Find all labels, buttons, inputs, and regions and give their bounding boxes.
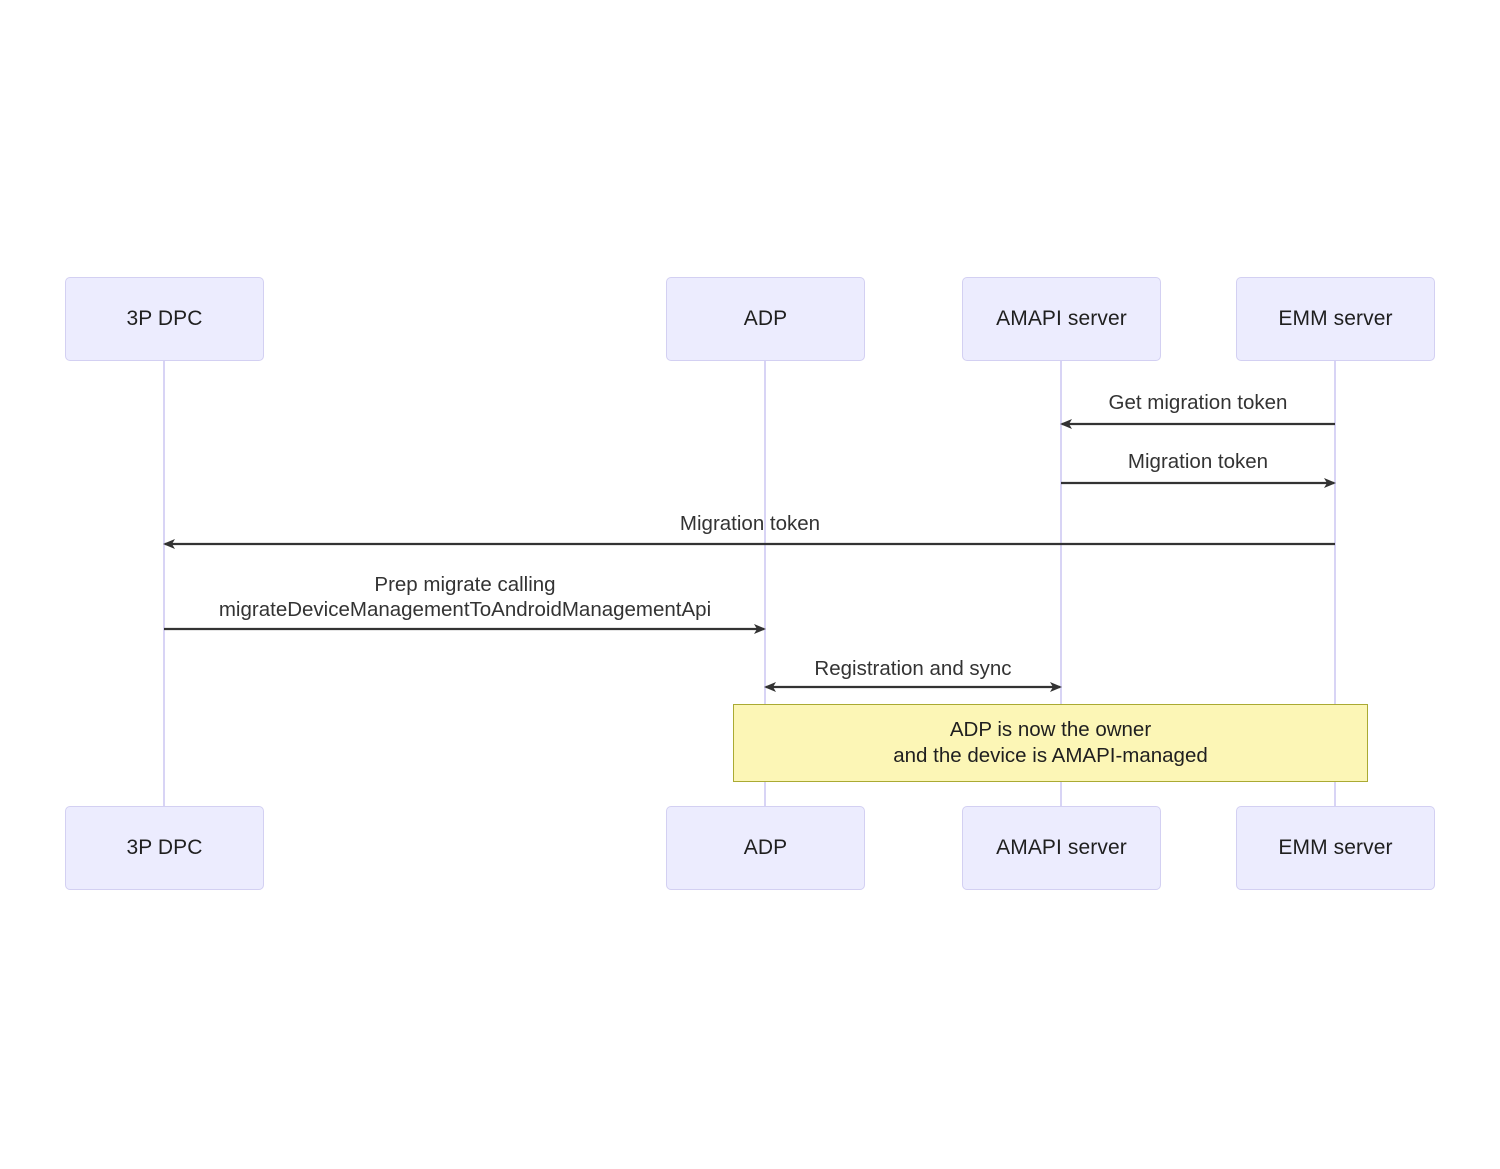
message-label-m5: Registration and sync — [814, 656, 1011, 681]
message-label-m3: Migration token — [680, 511, 820, 536]
participant-label: EMM server — [1278, 836, 1393, 860]
message-label-line: Migration token — [679, 512, 821, 535]
participant-bottom-adp[interactable]: ADP — [666, 806, 865, 890]
participant-label: 3P DPC — [126, 307, 203, 331]
participant-top-emm[interactable]: EMM server — [1236, 277, 1435, 361]
participant-label: EMM server — [1278, 307, 1393, 331]
message-label-line: migrateDeviceManagementToAndroidManageme… — [218, 598, 712, 621]
message-label-line: Get migration token — [1108, 391, 1288, 414]
message-label-m2: Migration token — [1128, 449, 1268, 474]
participant-bottom-amapi[interactable]: AMAPI server — [962, 806, 1161, 890]
participant-label: AMAPI server — [996, 307, 1127, 331]
participant-bottom-emm[interactable]: EMM server — [1236, 806, 1435, 890]
note-line: and the device is AMAPI-managed — [893, 744, 1208, 767]
message-label-line: Prep migrate calling — [374, 573, 556, 596]
participant-top-dpc[interactable]: 3P DPC — [65, 277, 264, 361]
note-line: ADP is now the owner — [949, 718, 1152, 741]
participant-label: AMAPI server — [996, 836, 1127, 860]
message-label-line: Migration token — [1127, 450, 1269, 473]
message-arrows-group — [163, 419, 1336, 692]
participant-label: ADP — [743, 307, 788, 331]
note-n1: ADP is now the owner and the device is AM… — [733, 704, 1368, 782]
participant-label: ADP — [743, 836, 788, 860]
message-label-line: Registration and sync — [814, 657, 1012, 680]
participant-label: 3P DPC — [126, 836, 203, 860]
participant-bottom-dpc[interactable]: 3P DPC — [65, 806, 264, 890]
participant-top-adp[interactable]: ADP — [666, 277, 865, 361]
message-label-m1: Get migration token — [1109, 390, 1288, 415]
participant-top-amapi[interactable]: AMAPI server — [962, 277, 1161, 361]
